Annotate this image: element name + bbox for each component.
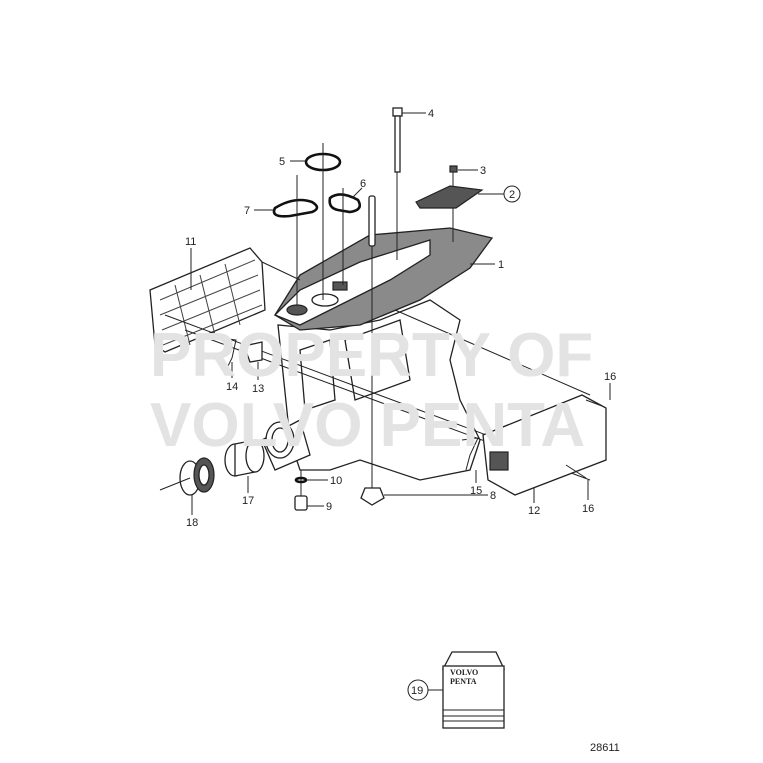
callout-9: 9 bbox=[326, 501, 332, 513]
callout-17: 17 bbox=[242, 495, 254, 507]
callouts: 1 2 3 4 5 6 7 8 9 10 11 12 13 14 15 16 1… bbox=[185, 108, 616, 701]
callout-11: 11 bbox=[185, 236, 196, 248]
seal-ring bbox=[179, 457, 215, 496]
seal-ring-small bbox=[328, 193, 362, 214]
screw bbox=[449, 165, 458, 242]
callout-16-top: 16 bbox=[604, 371, 616, 383]
kit-brand-line1: VOLVO bbox=[450, 668, 478, 677]
cooling-water-grille bbox=[149, 247, 266, 353]
side-cover bbox=[482, 394, 607, 496]
stud bbox=[368, 195, 376, 490]
callout-4: 4 bbox=[428, 108, 434, 120]
callout-7: 7 bbox=[244, 205, 250, 217]
callout-10: 10 bbox=[330, 475, 342, 487]
bearing bbox=[224, 439, 265, 477]
gasket-kit-box: VOLVO PENTA bbox=[441, 651, 506, 729]
nut bbox=[360, 487, 385, 506]
long-bolt bbox=[392, 107, 403, 260]
wire-clip bbox=[221, 337, 237, 371]
callout-6: 6 bbox=[360, 178, 366, 190]
diagram-id: 28611 bbox=[590, 742, 620, 754]
callout-18: 18 bbox=[186, 517, 198, 529]
anode-plate bbox=[415, 185, 484, 209]
callout-19: 19 bbox=[411, 685, 423, 697]
callout-3: 3 bbox=[480, 165, 486, 177]
callout-2: 2 bbox=[509, 189, 515, 201]
gear-housing bbox=[261, 227, 494, 481]
callout-15: 15 bbox=[470, 485, 482, 497]
callout-circle-19 bbox=[407, 679, 429, 701]
watermark-line2: VOLVO PENTA bbox=[150, 391, 585, 460]
callout-circle-2 bbox=[503, 185, 521, 203]
clip-plate bbox=[243, 341, 263, 363]
callout-5: 5 bbox=[279, 156, 285, 168]
callout-14: 14 bbox=[226, 381, 238, 393]
callout-13: 13 bbox=[252, 383, 264, 395]
seal-ring-large bbox=[272, 198, 319, 218]
callout-8: 8 bbox=[490, 490, 496, 502]
watermark-line1: PROPERTY OF bbox=[150, 321, 593, 390]
callout-16-bottom: 16 bbox=[582, 503, 594, 515]
drain-plug bbox=[294, 470, 308, 511]
leader-lines bbox=[190, 112, 611, 691]
kit-brand-line2: PENTA bbox=[450, 677, 477, 686]
callout-1: 1 bbox=[498, 259, 504, 271]
spring-clip bbox=[461, 437, 479, 471]
callout-12: 12 bbox=[528, 505, 540, 517]
watermark: PROPERTY OF VOLVO PENTA bbox=[150, 321, 593, 460]
